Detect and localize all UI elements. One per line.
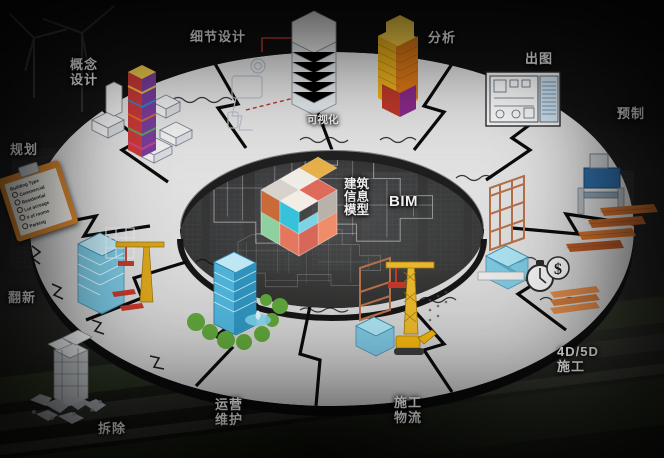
analysis-heatmap-tower-icon [377,15,419,117]
massing-tower-icon [90,65,194,164]
stage-label-documentation[interactable]: 出图 [525,51,554,66]
excavator-icon [394,329,437,355]
tree-icon [187,294,288,350]
dollar-sign-icon: $ [546,256,570,280]
stage-label-planning[interactable]: 规划 [10,142,39,157]
lumber-stack-icon [550,286,600,314]
construction-site-icon [354,256,448,357]
stage-label-demolition[interactable]: 拆除 [98,421,127,436]
tower-crane-icon [385,261,435,335]
stage-label-renovation[interactable]: 翻新 [8,290,37,305]
detail-tower-icon [227,10,337,131]
stage-label-visualization[interactable]: 可视化 [307,114,339,126]
ring-inner-highlight [179,148,485,230]
floor-plan-sheet-icon [485,71,561,127]
completed-tower-icon [212,251,258,336]
brick-icon [112,289,144,311]
bim-label-latin: BIM [389,193,418,210]
tower-crane-icon [115,241,165,303]
stage-label-analysis[interactable]: 分析 [428,30,457,45]
svg-text:$: $ [554,261,562,278]
stage-label-construction-logistics[interactable]: 施工 物流 [394,395,423,425]
fountain-icon [245,310,271,326]
renovation-tower-icon [76,227,165,315]
bim-cube-icon [260,156,338,257]
steel-bar-stack-icon [565,204,658,252]
stage-label-operations-maintenance[interactable]: 运营 维护 [215,397,244,427]
ring-inner-shadow [177,238,487,322]
demolition-icon [30,329,106,424]
construction-frame-icon [477,174,530,290]
stage-label-concept-design[interactable]: 概念 设计 [70,57,99,87]
bim-label-cn: 建筑 信息 模型 [344,177,370,218]
stage-label-construction-4d5d[interactable]: 4D/5D 施工 [557,344,599,374]
stage-label-detail-design[interactable]: 细节设计 [190,29,247,44]
ring-outer-rim-zigzag [30,245,165,370]
stage-label-prefabrication[interactable]: 预制 [617,106,646,121]
prefab-machine-icon [577,153,625,215]
